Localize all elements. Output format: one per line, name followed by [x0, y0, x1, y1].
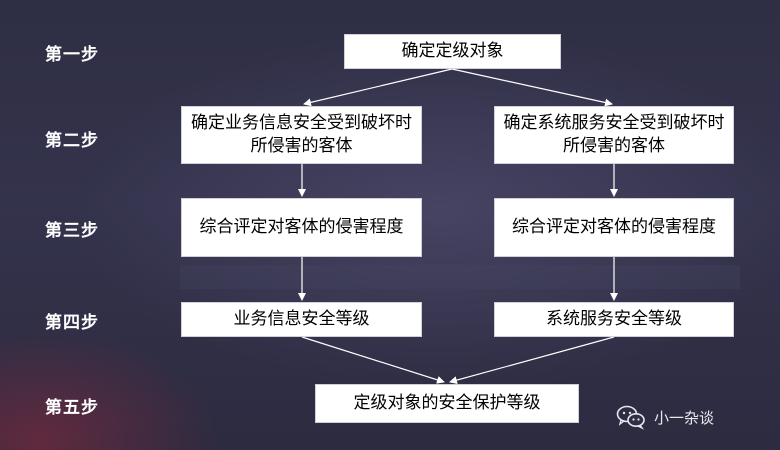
watermark: 小一杂谈 [616, 404, 714, 430]
background-band [180, 265, 740, 289]
box-business-damage-text: 综合评定对客体的侵害程度 [199, 217, 404, 237]
step-label-4: 第四步 [45, 313, 99, 333]
box-service-damage-text: 综合评定对客体的侵害程度 [512, 217, 716, 237]
step-label-3: 第三步 [45, 221, 99, 241]
step-label-1: 第一步 [45, 45, 99, 65]
box-determine-target: 确定定级对象 [344, 34, 561, 69]
box-service-level: 系统服务安全等级 [494, 302, 734, 337]
arrow-right-4-to-bottom [449, 336, 615, 385]
box-service-object-text: 确定系统服务安全受到破坏时所侵害的客体 [503, 113, 725, 156]
box-business-level-text: 业务信息安全等级 [233, 309, 370, 329]
box-service-damage: 综合评定对客体的侵害程度 [494, 198, 734, 257]
step-label-2: 第二步 [45, 131, 99, 151]
box-business-object-text: 确定业务信息安全受到破坏时所侵害的客体 [191, 113, 412, 156]
box-business-damage: 综合评定对客体的侵害程度 [181, 198, 422, 257]
arrow-left-4-to-bottom [301, 336, 445, 384]
box-service-level-text: 系统服务安全等级 [546, 309, 682, 329]
watermark-text: 小一杂谈 [654, 408, 715, 427]
wechat-icon [616, 405, 645, 430]
box-service-object: 确定系统服务安全受到破坏时所侵害的客体 [494, 106, 734, 164]
arrow-top-to-right [451, 68, 613, 107]
arrow-top-to-left [303, 68, 453, 107]
box-protection-level-text: 定级对象的安全保护等级 [353, 393, 541, 413]
box-business-level: 业务信息安全等级 [181, 302, 422, 337]
step-label-5: 第五步 [45, 398, 99, 418]
box-business-object: 确定业务信息安全受到破坏时所侵害的客体 [181, 106, 422, 164]
box-determine-target-text: 确定定级对象 [401, 41, 504, 61]
box-protection-level: 定级对象的安全保护等级 [315, 384, 579, 423]
